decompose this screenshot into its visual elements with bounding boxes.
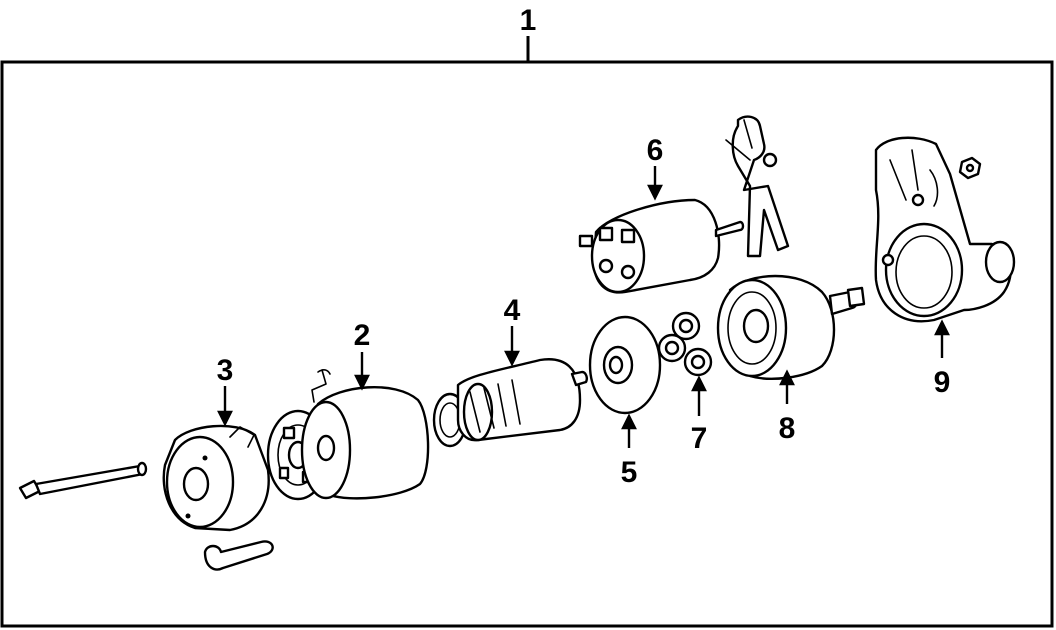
callout-3[interactable]: 3 xyxy=(217,354,234,387)
shift-lever[interactable] xyxy=(725,115,790,258)
hex-nut[interactable] xyxy=(958,156,982,180)
yoke-housing[interactable] xyxy=(300,369,430,500)
callout-1[interactable]: 1 xyxy=(520,4,537,37)
drive-end-housing[interactable] xyxy=(874,136,1016,323)
callout-2[interactable]: 2 xyxy=(354,319,371,352)
callout-6[interactable]: 6 xyxy=(647,134,664,167)
armature[interactable] xyxy=(432,358,588,448)
gear-housing[interactable] xyxy=(716,274,866,380)
planetary-gears[interactable] xyxy=(657,311,713,377)
callout-arrows xyxy=(217,166,950,448)
through-bolt[interactable] xyxy=(18,461,148,500)
brush-lead-clip[interactable] xyxy=(203,540,274,571)
callout-9[interactable]: 9 xyxy=(934,366,951,399)
rear-end-frame[interactable] xyxy=(162,424,270,532)
callout-5[interactable]: 5 xyxy=(621,456,638,489)
plate-washer[interactable] xyxy=(588,315,662,415)
callout-4[interactable]: 4 xyxy=(504,294,521,327)
callout-8[interactable]: 8 xyxy=(779,412,796,445)
solenoid-switch[interactable] xyxy=(578,198,745,294)
callout-7[interactable]: 7 xyxy=(691,422,708,455)
assembly-frame xyxy=(0,36,1054,628)
